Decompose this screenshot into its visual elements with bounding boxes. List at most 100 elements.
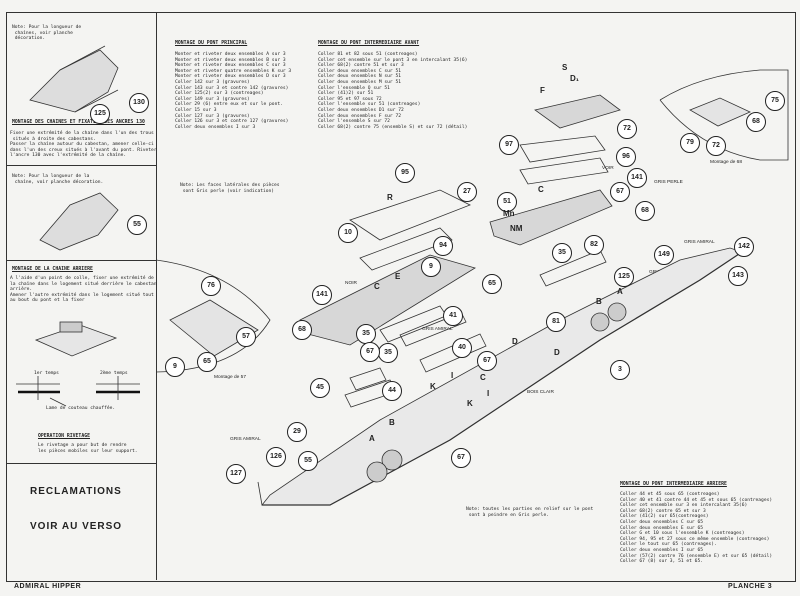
letter-f: F — [540, 86, 545, 95]
rear-chain-title: MONTAGE DE LA CHAINE ARRIERE — [12, 267, 93, 272]
callout-67d: 67 — [451, 448, 471, 468]
letter-b2: B — [389, 418, 395, 427]
callout-125: 125 — [90, 104, 110, 124]
anchor-title: MONTAGE DES CHAINES ET FIXATION DES ANCR… — [12, 120, 145, 125]
note-chain-length: Note: Pour la longueur de chaînes, voir … — [12, 25, 82, 42]
callout-72b: 72 — [706, 136, 726, 156]
main-deck-title: MONTAGE DU PONT PRINCIPAL — [175, 41, 248, 46]
callout-141: 141 — [312, 285, 332, 305]
letter-r: R — [387, 193, 393, 202]
callout-97: 97 — [499, 135, 519, 155]
mid-front-text: Coller 81 et 82 sous 51 (contreages) Col… — [318, 52, 468, 130]
label-gris-amiral-3: GRIS AMIRAL — [230, 437, 261, 442]
callout-149: 149 — [654, 245, 674, 265]
callout-55: 55 — [127, 215, 147, 235]
anchor-text: Fixer une extrémité de la chaîne dans l'… — [10, 131, 157, 159]
note-faces: Note: Les faces latérales des pièces son… — [180, 183, 280, 194]
callout-68: 68 — [292, 320, 312, 340]
callout-51: 51 — [497, 192, 517, 212]
divider — [6, 260, 156, 261]
footer-plate-number: PLANCHE 3 — [728, 583, 773, 590]
callout-67: 67 — [610, 182, 630, 202]
callout-29: 29 — [287, 422, 307, 442]
letter-d: D — [512, 337, 518, 346]
callout-41: 41 — [443, 306, 463, 326]
rivet-title: OPERATION RIVETAGE — [38, 434, 90, 439]
sheet-border — [6, 12, 796, 582]
callout-76: 76 — [201, 276, 221, 296]
callout-9b: 9 — [421, 257, 441, 277]
footer-model-name: ADMIRAL HIPPER — [14, 583, 82, 590]
letter-i2: I — [487, 389, 490, 398]
callout-67b: 67 — [477, 351, 497, 371]
label-noir: NOIR — [345, 281, 357, 286]
caption-montage-68: Montage de 68 — [710, 160, 743, 165]
main-deck-text: Monter et riveter deux ensembles A sur 3… — [175, 52, 292, 130]
label-bois-clair: BOIS CLAIR — [527, 390, 554, 395]
callout-35c: 35 — [378, 343, 398, 363]
callout-79: 79 — [680, 133, 700, 153]
callout-81: 81 — [546, 312, 566, 332]
callout-95: 95 — [395, 163, 415, 183]
callout-68b: 68 — [635, 201, 655, 221]
callout-10: 10 — [338, 223, 358, 243]
note-relief: Note: toutes les parties en relief sur l… — [466, 507, 594, 518]
callout-127: 127 — [226, 464, 246, 484]
letter-a2: A — [369, 434, 375, 443]
callout-68c: 68 — [746, 112, 766, 132]
temps1-label: 1er temps — [34, 371, 59, 376]
callout-82: 82 — [584, 235, 604, 255]
label-gris-amiral-2: GRIS AMIRAL — [684, 240, 715, 245]
callout-57: 57 — [236, 327, 256, 347]
callout-125b: 125 — [614, 267, 634, 287]
letter-c3: C — [480, 373, 486, 382]
callout-65: 65 — [197, 352, 217, 372]
letter-b: B — [596, 297, 602, 306]
rivet-text: Le rivetage a pour but de rendre les piè… — [38, 443, 138, 454]
callout-94: 94 — [433, 236, 453, 256]
label-voir: VOIR — [602, 166, 614, 171]
callout-141b: 141 — [627, 168, 647, 188]
caption-montage-57: Montage de 57 — [214, 375, 247, 380]
letter-nm: NM — [510, 224, 523, 233]
divider — [6, 463, 156, 464]
letter-d1: D₁ — [570, 74, 580, 83]
letter-s: S — [562, 63, 568, 72]
callout-72: 72 — [617, 119, 637, 139]
callout-27: 27 — [457, 182, 477, 202]
voir-verso-label: VOIR AU VERSO — [30, 521, 123, 532]
mid-rear-text: Coller 44 et 45 sous 65 (contreages) Col… — [620, 492, 773, 565]
letter-a: A — [617, 287, 623, 296]
left-column — [6, 12, 157, 580]
callout-130: 130 — [129, 93, 149, 113]
callout-65b: 65 — [482, 274, 502, 294]
reclamations-label: RECLAMATIONS — [30, 486, 122, 497]
letter-c: C — [374, 282, 380, 291]
callout-45: 45 — [310, 378, 330, 398]
callout-9: 9 — [165, 357, 185, 377]
letter-c2: C — [538, 185, 544, 194]
lame-label: Lame de couteau chauffée. — [46, 406, 116, 411]
callout-142: 142 — [734, 237, 754, 257]
letter-e: E — [395, 272, 401, 281]
callout-44: 44 — [382, 381, 402, 401]
label-gris-amiral: GRIS AMIRAL — [422, 327, 453, 332]
label-gris-perle-2: GRIS PERLE — [654, 180, 683, 185]
callout-126: 126 — [266, 447, 286, 467]
rear-chain-text: A l'aide d'un point de colle, fixer une … — [10, 276, 157, 304]
note-chain-length-2: Note: Pour la longueur de la chaîne, voi… — [12, 174, 104, 185]
letter-k2: K — [467, 399, 473, 408]
callout-55b: 55 — [298, 451, 318, 471]
callout-35: 35 — [552, 243, 572, 263]
letter-d2: D — [554, 348, 560, 357]
callout-35b: 35 — [356, 324, 376, 344]
callout-3: 3 — [610, 360, 630, 380]
divider — [6, 165, 156, 166]
callout-67c: 67 — [360, 342, 380, 362]
mid-front-title: MONTAGE DU PONT INTERMEDIAIRE AVANT — [318, 41, 420, 46]
callout-40: 40 — [452, 338, 472, 358]
temps2-label: 2ème temps — [100, 371, 128, 376]
letter-mn: Mn — [503, 209, 515, 218]
letter-i: I — [451, 371, 454, 380]
